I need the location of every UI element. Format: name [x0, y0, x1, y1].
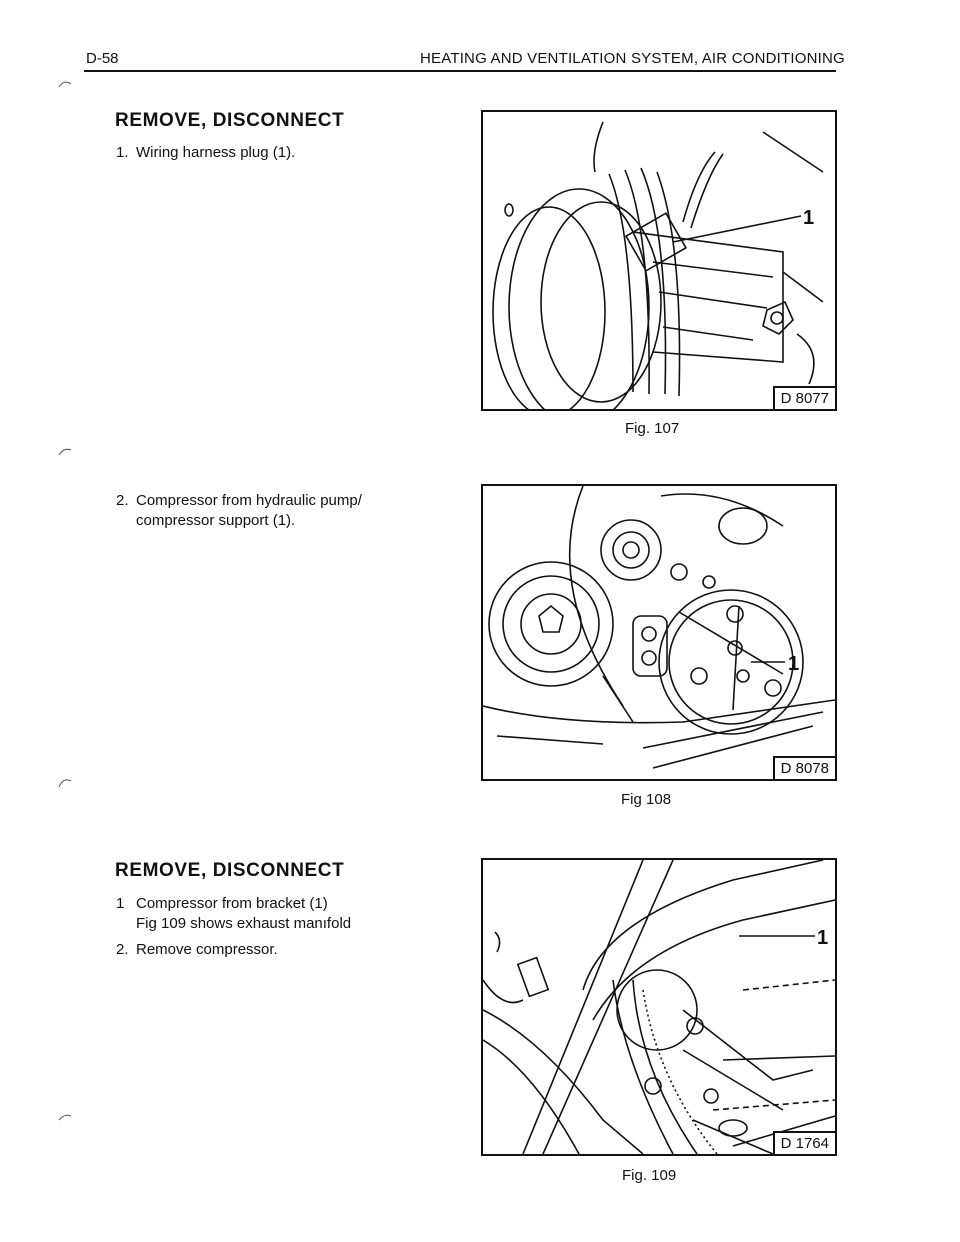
- step-1-1: 1. Wiring harness plug (1).: [116, 143, 295, 163]
- step-text: Compressor from hydraulic pump/: [136, 492, 362, 509]
- step-text: Compressor from bracket (1): [136, 895, 328, 912]
- callout-number: 1: [817, 927, 828, 949]
- figure-caption: Fig. 109: [622, 1167, 677, 1184]
- scan-mark: [58, 448, 72, 456]
- figure-code: D 8077: [772, 386, 835, 409]
- scan-mark: [58, 1114, 72, 1121]
- figure-caption: Fig 108: [621, 791, 672, 808]
- header-rule: [84, 70, 836, 72]
- callout-number: 1: [803, 207, 814, 229]
- compressor-connector-illustration: 1: [492, 121, 824, 409]
- figure-109: 1 D 1764: [481, 858, 837, 1156]
- callout-number: 1: [788, 653, 799, 675]
- step-text-continued: compressor support (1).: [136, 512, 296, 529]
- step-1-2: 2. Compressor from hydraulic pump/ compre…: [116, 491, 362, 531]
- section-heading-1: REMOVE, DISCONNECT: [115, 110, 345, 131]
- page-number: D-58: [86, 50, 119, 67]
- step-2-2: 2. Remove compressor.: [116, 940, 278, 960]
- scan-mark: [58, 779, 72, 788]
- step-2-1: 1 Compressor from bracket (1) Fig 109 sho…: [116, 894, 351, 934]
- step-number: 2.: [116, 492, 129, 509]
- step-text-continued: Fig 109 shows exhaust manıfold: [136, 915, 352, 932]
- figure-code: D 1764: [772, 1131, 835, 1154]
- compressor-support-illustration: 1: [483, 486, 835, 769]
- figure-108: 1 D 8078: [481, 484, 837, 781]
- compressor-bracket-illustration: 1: [483, 860, 835, 1154]
- figure-107: 1 D 8077: [481, 110, 837, 411]
- scan-mark: [58, 81, 72, 88]
- step-number: 1: [116, 895, 125, 912]
- step-number: 2.: [116, 941, 129, 958]
- step-text: Wiring harness plug (1).: [136, 144, 296, 161]
- step-text: Remove compressor.: [136, 941, 278, 958]
- running-head: HEATING AND VENTILATION SYSTEM, AIR COND…: [420, 50, 845, 67]
- figure-caption: Fig. 107: [625, 420, 680, 437]
- step-number: 1.: [116, 144, 129, 161]
- section-heading-2: REMOVE, DISCONNECT: [115, 860, 345, 881]
- figure-code: D 8078: [772, 756, 835, 779]
